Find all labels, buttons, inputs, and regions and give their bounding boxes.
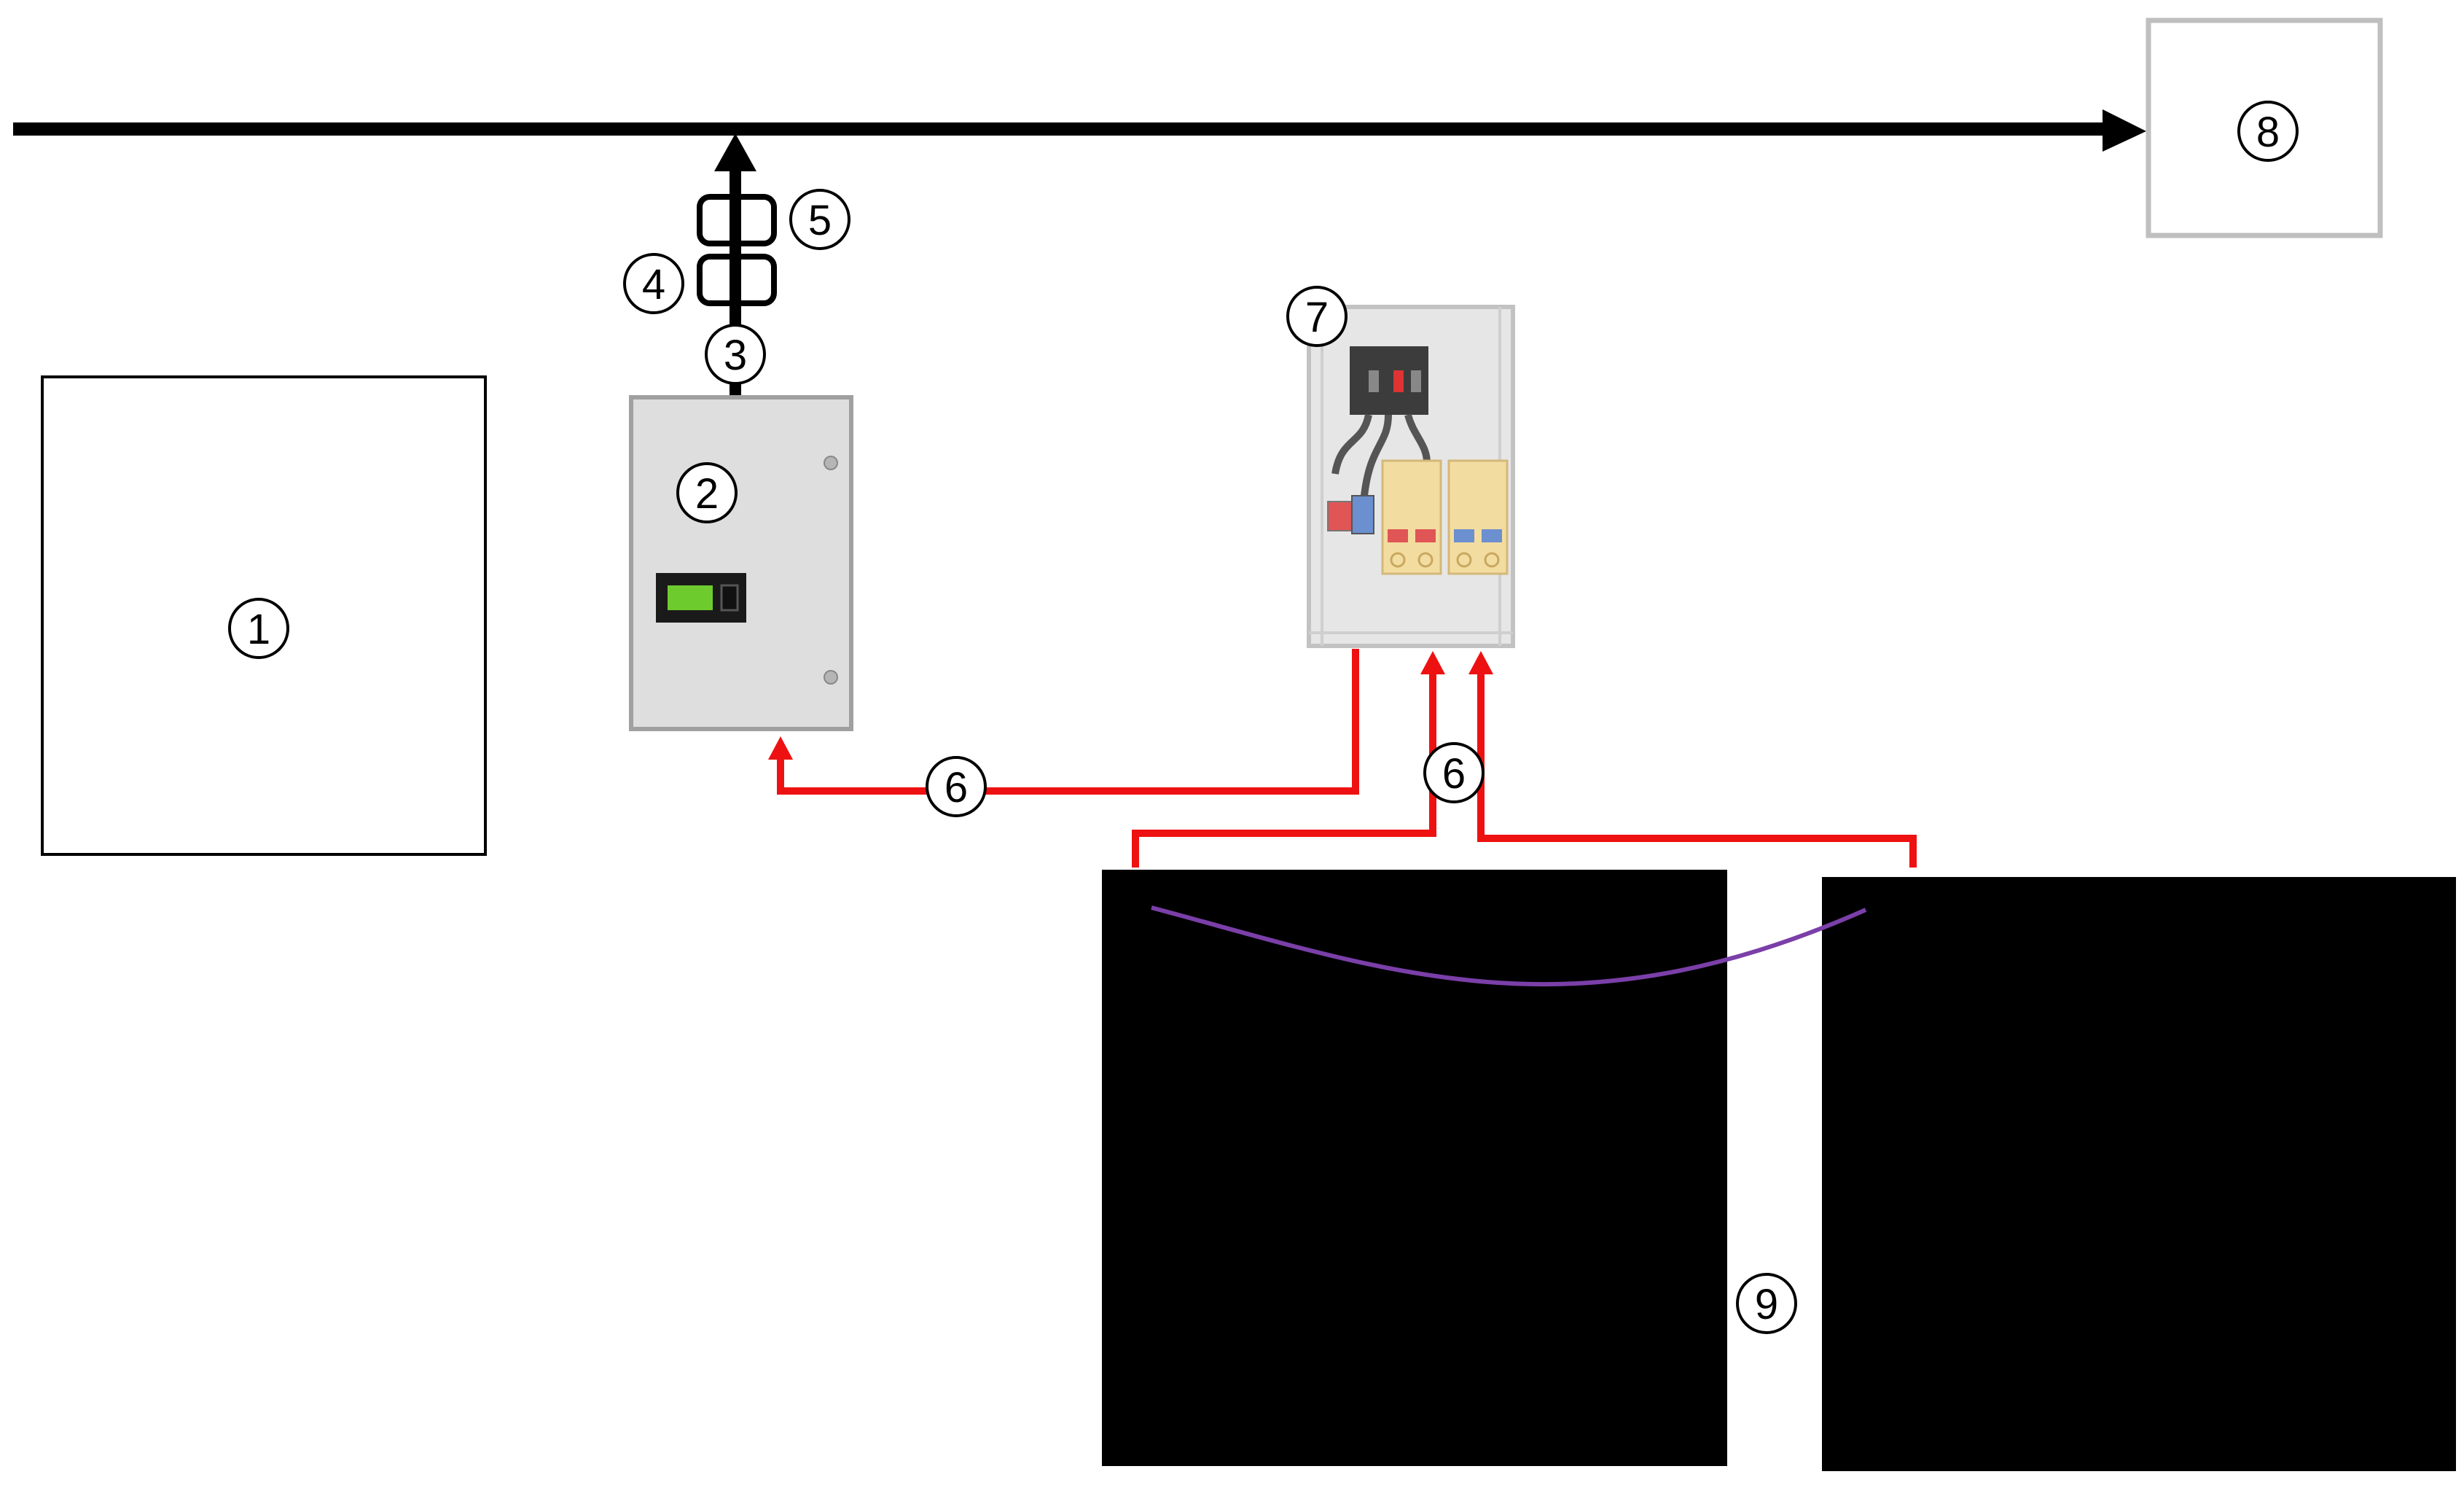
inverter-cabinet-icon: [629, 395, 853, 731]
dc-cables: [768, 649, 1917, 868]
label-5: 5: [789, 189, 850, 250]
battery-rack-icon: [1822, 877, 2456, 1471]
label-8: 8: [2237, 101, 2299, 162]
svg-text:1: 1: [247, 606, 270, 653]
svg-text:9: 9: [1755, 1281, 1778, 1328]
svg-text:4: 4: [642, 261, 665, 308]
label-4: 4: [623, 253, 684, 314]
svg-text:2: 2: [695, 470, 719, 518]
svg-text:6: 6: [1442, 750, 1466, 798]
svg-text:8: 8: [2256, 109, 2280, 156]
svg-text:5: 5: [808, 197, 832, 244]
label-3: 3: [705, 324, 766, 385]
label-1: 1: [228, 598, 289, 659]
main-grid-line: [13, 109, 2146, 152]
comm-cable: [1151, 905, 1867, 987]
dc-distribution-box-icon: [1307, 305, 1515, 648]
svg-text:3: 3: [724, 332, 747, 379]
label-6b: 6: [1423, 742, 1485, 803]
label-9: 9: [1736, 1273, 1797, 1334]
svg-text:7: 7: [1305, 294, 1329, 341]
label-7: 7: [1286, 286, 1348, 347]
svg-text:6: 6: [944, 764, 968, 811]
battery-rack-icon: [1102, 870, 1727, 1466]
label-2: 2: [676, 462, 738, 523]
label-6a: 6: [926, 756, 987, 817]
